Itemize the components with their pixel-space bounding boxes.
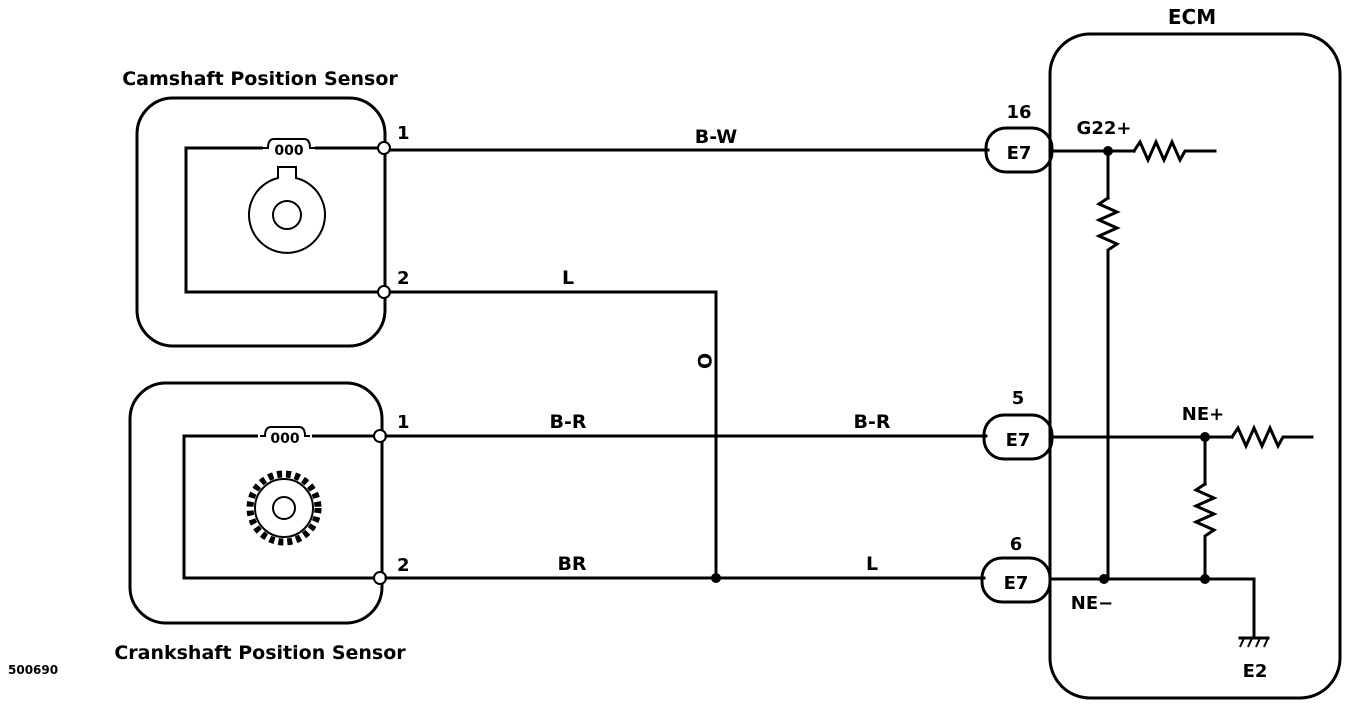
connector-e7-16: E7 16 — [984, 102, 1054, 174]
terminal-g22-plus: G22+ — [1077, 118, 1132, 139]
cam-rotor-icon — [248, 166, 326, 254]
camshaft-sensor-internal: 000 — [184, 137, 386, 294]
wire-label-b-r-right: B-R — [854, 411, 891, 433]
ecm-title: ECM — [1168, 5, 1216, 29]
crank-pin2-label: 2 — [397, 555, 410, 576]
cam-pin2-terminal — [377, 285, 391, 299]
coil-icon: 000 — [260, 426, 310, 447]
camshaft-sensor-title: Camshaft Position Sensor — [122, 68, 398, 90]
connector-pin-16: 16 — [1006, 102, 1031, 123]
splice-junction — [711, 573, 721, 583]
wire-label-br: BR — [557, 553, 586, 575]
gear-icon — [246, 470, 322, 546]
wire-label-shield: O — [693, 353, 715, 369]
svg-text:000: 000 — [274, 143, 303, 159]
cam-pin1-terminal — [377, 141, 391, 155]
resistor-icon — [1229, 424, 1314, 450]
crank-pin2-terminal — [373, 571, 387, 585]
connector-pin-6: 6 — [1010, 534, 1023, 555]
crankshaft-sensor-title: Crankshaft Position Sensor — [114, 642, 406, 664]
wire-label-l-top: L — [562, 267, 574, 289]
terminal-e2: E2 — [1243, 661, 1268, 682]
wire-label-b-w: B-W — [695, 126, 738, 148]
terminal-ne-minus: NE− — [1071, 593, 1113, 614]
svg-text:E7: E7 — [1006, 430, 1031, 451]
wire-label-b-r-left: B-R — [550, 411, 587, 433]
crank-pin1-terminal — [373, 429, 387, 443]
camshaft-sensor-box — [135, 96, 387, 348]
crankshaft-sensor-internal: 000 — [182, 425, 382, 580]
figure-code: 500690 — [8, 663, 58, 677]
ground-icon — [1238, 636, 1270, 648]
resistor-icon — [1131, 138, 1217, 164]
svg-text:E7: E7 — [1007, 143, 1032, 164]
connector-e7-6: E7 6 — [980, 534, 1052, 604]
connector-e7-5: E7 5 — [982, 388, 1054, 461]
resistor-icon — [1192, 481, 1218, 580]
crankshaft-sensor-box — [128, 381, 384, 625]
connector-pin-5: 5 — [1012, 388, 1025, 409]
wire-l-cam-ground — [388, 290, 718, 580]
resistor-icon — [1095, 195, 1121, 580]
ecm-box — [1048, 32, 1342, 700]
crank-pin1-label: 1 — [397, 412, 410, 433]
svg-text:000: 000 — [270, 431, 299, 447]
coil-icon: 000 — [263, 138, 315, 159]
ecm-internal-circuit — [1048, 138, 1314, 648]
terminal-ne-plus: NE+ — [1182, 404, 1224, 425]
cam-pin2-label: 2 — [397, 268, 410, 289]
wire-label-l-bottom: L — [866, 553, 878, 575]
cam-pin1-label: 1 — [397, 123, 410, 144]
svg-text:E7: E7 — [1004, 573, 1029, 594]
